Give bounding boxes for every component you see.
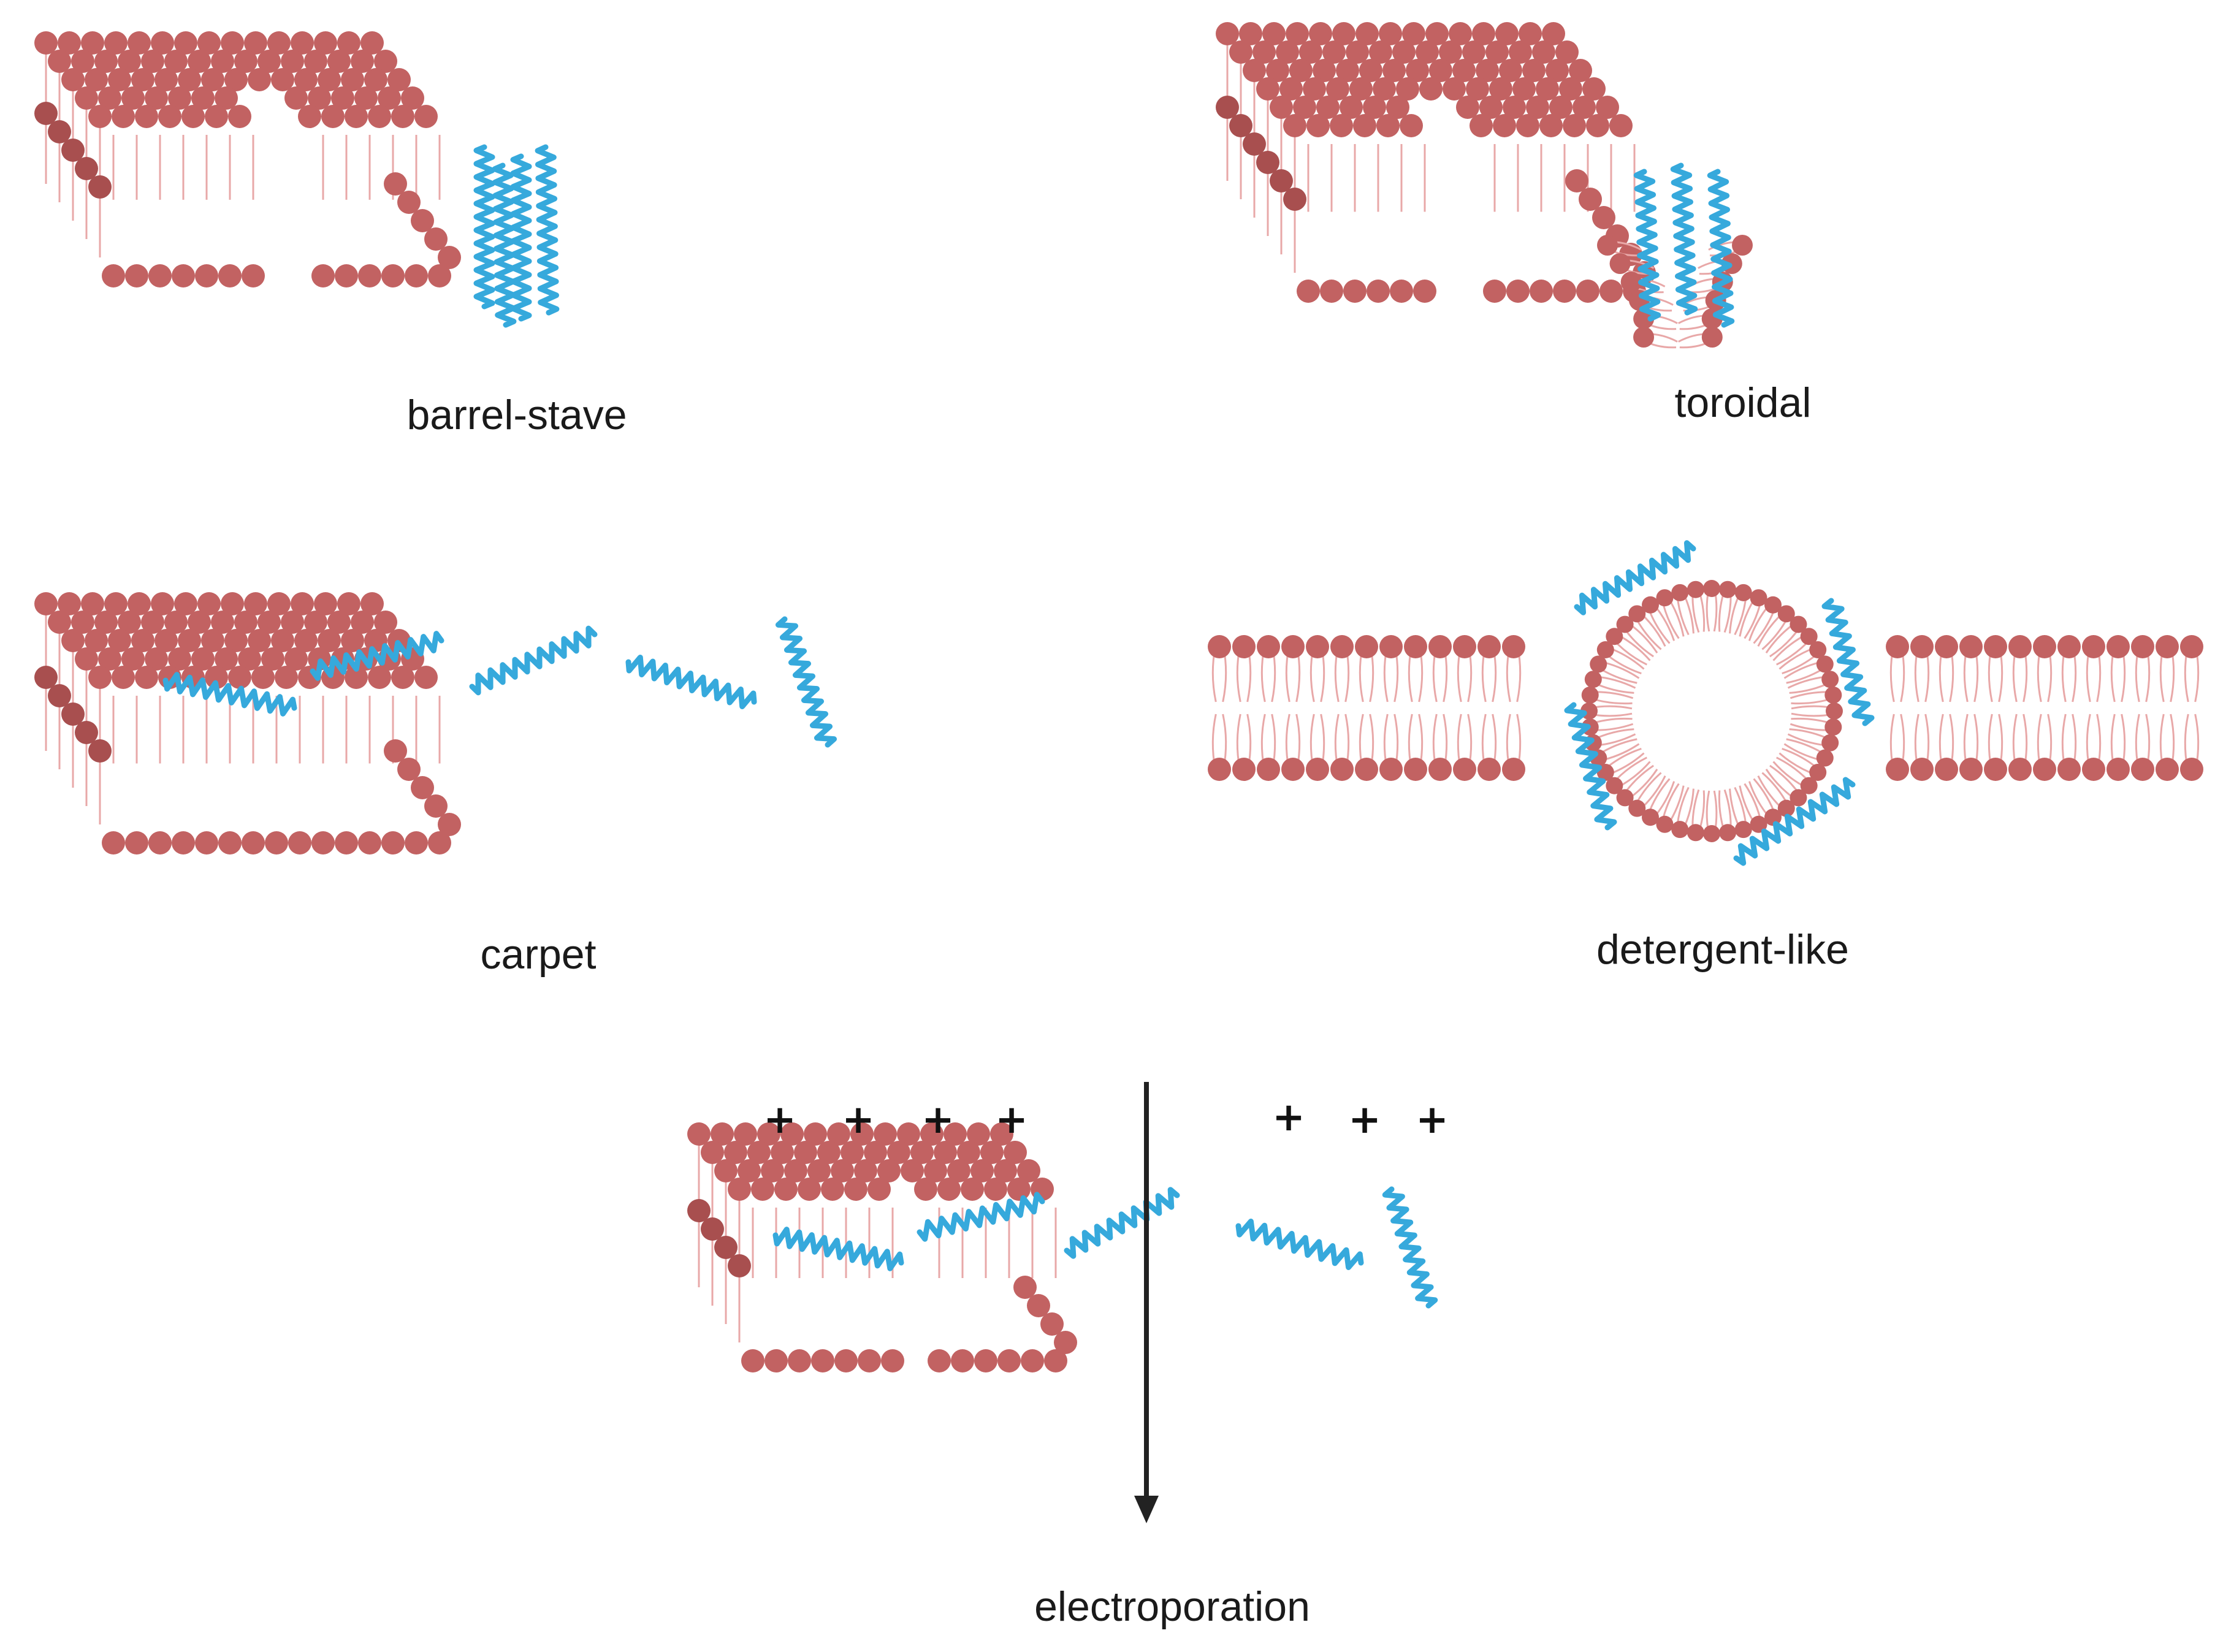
caption-toroidal: toroidal — [1674, 379, 1812, 426]
panel-electroporation — [662, 1067, 1643, 1532]
pore-helix-3 — [535, 144, 560, 316]
surface-helix-4 — [625, 654, 757, 710]
micelle-helix-4 — [1733, 777, 1856, 866]
surface-helix-5 — [775, 616, 837, 748]
charge-plus-3: + — [921, 1097, 955, 1143]
caption-barrel-stave: barrel-stave — [406, 392, 627, 438]
bilayer-top-heads — [1216, 22, 1633, 211]
charge-plus-5: + — [1272, 1095, 1305, 1140]
bilayer-top-heads — [34, 592, 438, 763]
panel-detergent-like — [1117, 527, 2234, 981]
electro-helix-1 — [772, 1227, 904, 1271]
micelle-helix-3 — [1564, 702, 1617, 831]
barrel-stave-membrane-illustration — [34, 31, 560, 328]
carpet-membrane-illustration — [34, 592, 837, 855]
pore-helix-2 — [1670, 162, 1698, 316]
charge-plus-7: + — [1416, 1097, 1449, 1143]
bilayer-bottom-heads — [741, 1276, 1077, 1372]
surface-helix-1 — [162, 672, 297, 717]
electro-helix-4 — [1235, 1219, 1364, 1270]
bilayer-top-heads — [34, 31, 438, 199]
toroidal-membrane-illustration — [1216, 22, 1753, 349]
pore-helix-4 — [492, 162, 517, 328]
electroporation-membrane-illustration — [687, 1082, 1438, 1523]
bilayer-bottom-heads — [102, 172, 461, 287]
micelle-helix-1 — [1574, 540, 1696, 615]
electroporation-bilayer — [687, 1122, 1077, 1372]
caption-electroporation: electroporation — [1034, 1583, 1310, 1630]
electro-helix-5 — [1382, 1186, 1438, 1309]
caption-detergent-like: detergent-like — [1596, 926, 1850, 973]
surface-helix-group — [772, 1186, 1438, 1309]
panel-toroidal — [1117, 0, 2234, 466]
electro-helix-2 — [917, 1192, 1045, 1242]
surface-helix-group — [1564, 540, 1875, 866]
charge-plus-4: + — [995, 1097, 1028, 1143]
bilayer-bottom-heads — [102, 739, 461, 855]
pore-helix-3 — [1707, 169, 1735, 328]
micelle — [1580, 580, 1843, 842]
charge-plus-1: + — [763, 1097, 796, 1143]
flat-bilayer-left — [1208, 635, 1525, 781]
pore-helix-2 — [510, 153, 532, 322]
micelle-helix-2 — [1821, 598, 1875, 726]
surface-helix-3 — [469, 625, 598, 696]
surface-helix-2 — [310, 631, 444, 681]
surface-helix-group — [162, 616, 837, 748]
panel-carpet — [0, 539, 1117, 981]
panel-barrel-stave — [0, 0, 1117, 466]
charge-plus-2: + — [842, 1097, 875, 1143]
pore-helix-bundle — [473, 144, 560, 328]
charge-plus-6: + — [1348, 1097, 1381, 1143]
pore-helix-1 — [473, 144, 495, 310]
barrel-stave-bilayer — [34, 31, 461, 287]
pore-helix-1 — [1633, 169, 1661, 322]
carpet-bilayer — [34, 592, 461, 855]
bilayer-top-heads — [687, 1122, 1054, 1277]
toroidal-bilayer — [1216, 22, 1656, 303]
field-arrow — [1134, 1082, 1159, 1523]
electro-helix-3 — [1064, 1187, 1180, 1259]
caption-carpet: carpet — [480, 931, 597, 978]
bilayer-bottom-heads — [1297, 169, 1656, 303]
flat-bilayer-right — [1886, 635, 2203, 781]
detergent-like-micelle-illustration — [1208, 540, 2203, 866]
pore-helix-bundle — [1633, 162, 1735, 328]
